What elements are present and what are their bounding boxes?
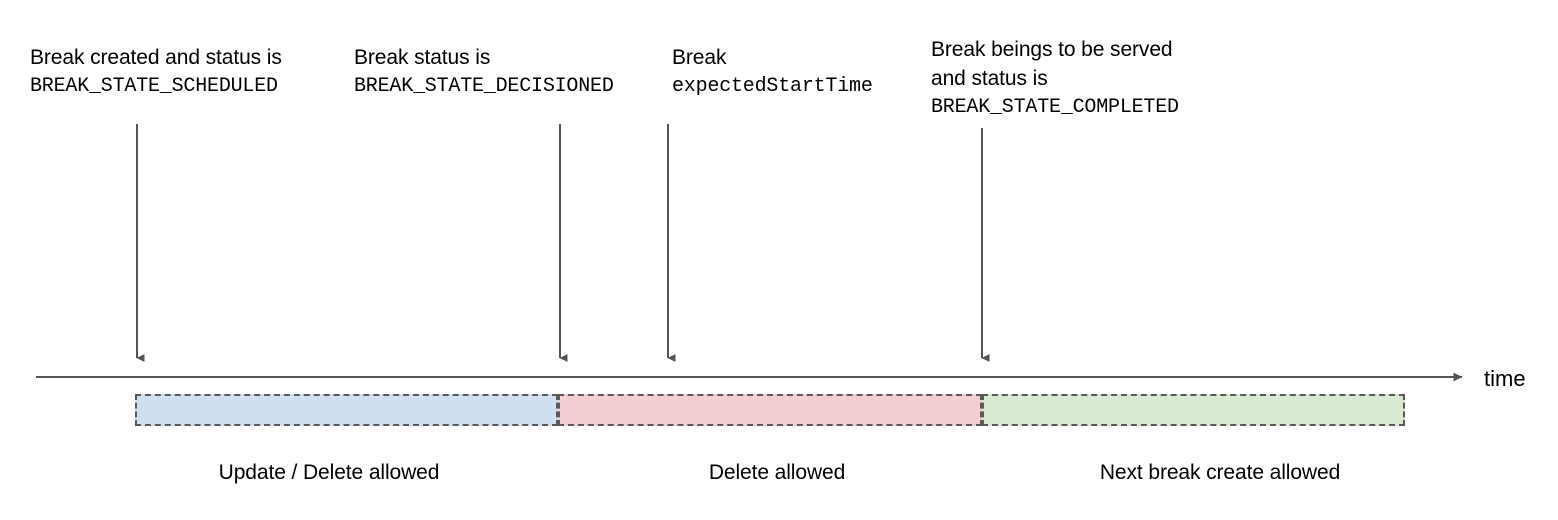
annotation-line-code: expectedStartTime (672, 75, 873, 98)
annotation-line: and status is (931, 67, 1048, 90)
annotation-line-code: BREAK_STATE_COMPLETED (931, 96, 1179, 119)
phase-bar-delete-allowed (558, 394, 982, 426)
caption-update-delete-allowed: Update / Delete allowed (218, 461, 440, 484)
annotation-break-created-scheduled: Break created and status is BREAK_STATE_… (30, 43, 282, 101)
annotation-line: Break beings to be served (931, 38, 1173, 61)
caption-delete-allowed: Delete allowed (708, 461, 846, 484)
annotation-line: Break status is (354, 46, 491, 69)
phase-bar-update-delete-allowed (135, 394, 558, 426)
annotation-break-expected-start-time: Break expectedStartTime (672, 43, 873, 101)
phase-bar-next-break-create-allowed (982, 394, 1405, 426)
annotation-line-code: BREAK_STATE_DECISIONED (354, 75, 614, 98)
time-axis-label: time (1484, 366, 1526, 391)
caption-next-break-create-allowed: Next break create allowed (1099, 461, 1341, 484)
annotation-line: Break created and status is (30, 46, 282, 69)
annotation-break-completed: Break beings to be served and status is … (931, 35, 1179, 122)
annotation-line: Break (672, 46, 727, 69)
annotation-break-decisioned: Break status is BREAK_STATE_DECISIONED (354, 43, 614, 101)
annotation-line-code: BREAK_STATE_SCHEDULED (30, 75, 278, 98)
